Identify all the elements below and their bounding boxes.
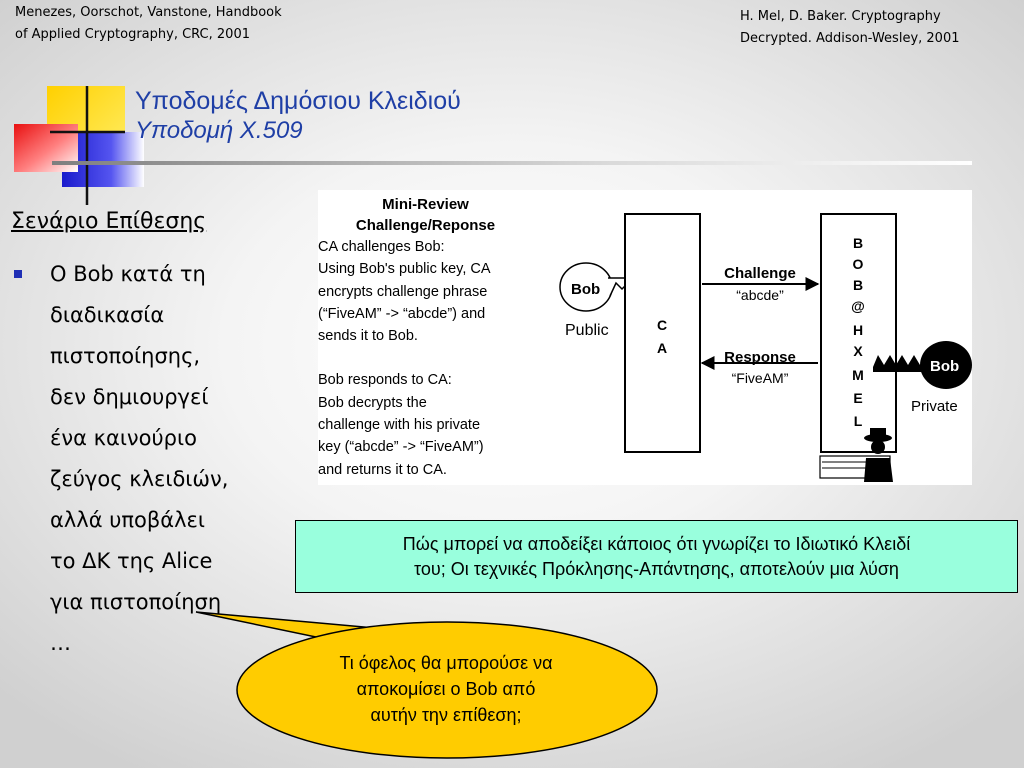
- mini-review-line: Using Bob's public key, CA: [318, 261, 491, 278]
- mini-review-line: CA challenges Bob:: [318, 239, 445, 255]
- reference-right-line1: H. Mel, D. Baker. Cryptography: [740, 9, 941, 24]
- mini-review-line: challenge with his private: [318, 417, 481, 434]
- bob-letter: H: [853, 322, 863, 338]
- bullet-line: ένα καινούριο: [50, 426, 197, 450]
- bullet-line: Ο Bob κατά τη: [50, 262, 206, 286]
- bubble-line1: Τι όφελος θα μπορούσε να: [339, 653, 553, 673]
- slide-title: Υποδομές Δημόσιου Κλειδιού Υποδομή X.509: [135, 86, 461, 146]
- callout-line1: Πώς μπορεί να αποδείξει κάποιος ότι γνωρ…: [402, 533, 911, 554]
- bullet-icon: [14, 270, 22, 278]
- bob-letter: X: [853, 343, 863, 359]
- mini-review-line: Bob decrypts the: [318, 394, 427, 411]
- callout-line2: του; Οι τεχνικές Πρόκλησης-Απάντησης, απ…: [414, 558, 899, 579]
- reference-right: H. Mel, D. Baker. Cryptography Decrypted…: [740, 6, 959, 50]
- bullet-line: πιστοποίησης,: [50, 344, 201, 368]
- challenge-label: Challenge: [724, 265, 796, 282]
- section-heading: Σενάριο Επίθεσης: [11, 209, 207, 234]
- bob-letter: B: [853, 235, 863, 251]
- ca-box: [624, 213, 701, 453]
- bob-box: [820, 213, 897, 453]
- bullet-line: δεν δημιουργεί: [50, 385, 209, 409]
- mini-review-body: CA challenges Bob: Using Bob's public ke…: [318, 236, 568, 481]
- bullet-line: αλλά υποβάλει: [50, 508, 205, 532]
- challenge-value: “abcde”: [736, 287, 784, 303]
- response-value: “FiveAM”: [732, 370, 789, 386]
- mini-review-line: and returns it to CA.: [318, 461, 447, 478]
- bob-letter: L: [854, 413, 863, 429]
- title-decoration: [14, 86, 144, 205]
- mini-review-line: key (“abcde” -> “FiveAM”): [318, 439, 484, 456]
- mini-review-title-line2: Challenge/Reponse: [355, 217, 496, 234]
- ca-letter: C: [657, 317, 667, 333]
- bullet-line: το ΔΚ της Alice: [50, 549, 213, 573]
- question-callout-box: Πώς μπορεί να αποδείξει κάποιος ότι γνωρ…: [295, 520, 1018, 593]
- bob-letter: B: [853, 277, 863, 293]
- mini-review-line: sends it to Bob.: [318, 328, 418, 345]
- bullet-line: ζεύγος κλειδιών,: [50, 467, 229, 491]
- private-label: Private: [911, 398, 958, 415]
- bullet-line: για πιστοποίηση: [50, 590, 222, 614]
- reference-right-line2: Decrypted. Addison-Wesley, 2001: [740, 31, 960, 46]
- reference-left-line1: Menezes, Oorschot, Vanstone, Handbook: [15, 5, 282, 20]
- bullet-line: διαδικασία: [50, 303, 165, 327]
- private-key-label: Bob: [930, 358, 959, 375]
- mini-review-line: encrypts challenge phrase: [318, 283, 488, 300]
- bubble-line2: αποκομίσει ο Bob από: [356, 679, 536, 699]
- title-sub: Υποδομή X.509: [135, 117, 303, 144]
- bob-letter: M: [852, 367, 864, 383]
- challenge-response-diagram: Mini-Review Challenge/Reponse CA challen…: [318, 190, 972, 485]
- diagram-graphics: Bob Public C A B O B @ H X M E L Challen…: [559, 213, 972, 482]
- public-key-label: Bob: [571, 281, 600, 298]
- bob-letter: O: [853, 256, 864, 272]
- title-main: Υποδομές Δημόσιου Κλειδιού: [135, 87, 461, 115]
- spy-figure-icon: [819, 428, 893, 482]
- mini-review-line: (“FiveAM” -> “abcde”) and: [318, 305, 486, 322]
- mini-review-line: Bob responds to CA:: [318, 372, 452, 389]
- private-key-icon: Bob: [873, 341, 972, 389]
- reference-left-line2: of Applied Cryptography, CRC, 2001: [15, 27, 250, 42]
- ca-letter: A: [657, 340, 667, 356]
- speech-bubble-text: Τι όφελος θα μπορούσε να αποκομίσει ο Bo…: [290, 650, 602, 728]
- public-label: Public: [565, 322, 609, 339]
- title-divider: [52, 161, 972, 165]
- response-label: Response: [724, 349, 796, 366]
- bob-letter: E: [853, 390, 862, 406]
- bob-letter: @: [851, 298, 865, 314]
- mini-review-title-line1: Mini-Review: [382, 196, 469, 213]
- bullet-line: …: [50, 631, 71, 655]
- mini-review-title: Mini-Review Challenge/Reponse: [318, 194, 533, 236]
- reference-left: Menezes, Oorschot, Vanstone, Handbook of…: [15, 2, 282, 46]
- bullet-text: Ο Bob κατά τη διαδικασία πιστοποίησης, δ…: [50, 254, 280, 664]
- bubble-line3: αυτήν την επίθεση;: [370, 705, 522, 725]
